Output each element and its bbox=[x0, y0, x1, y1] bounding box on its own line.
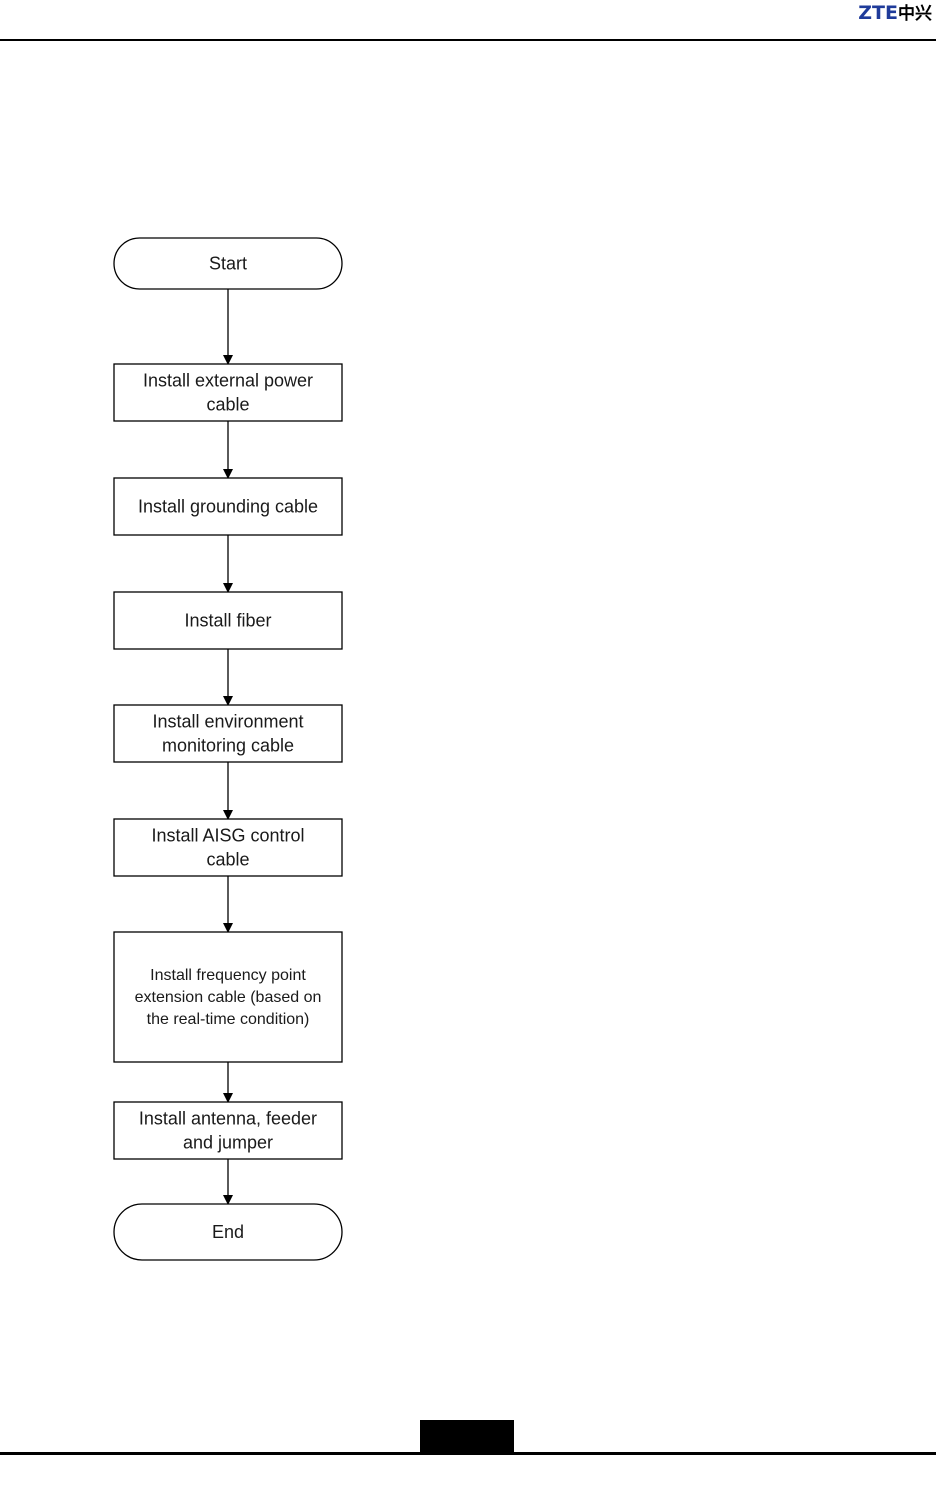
flow-node-label: Start bbox=[209, 254, 247, 274]
flow-node-label: Install environment bbox=[152, 712, 303, 732]
flow-node-end: End bbox=[114, 1204, 342, 1260]
flow-node-label: cable bbox=[206, 850, 249, 870]
flow-node-label: Install external power bbox=[143, 371, 313, 391]
flow-node-label: End bbox=[212, 1222, 244, 1242]
flow-node-step5: Install AISG control cable bbox=[114, 819, 342, 876]
flow-node-label: Install grounding cable bbox=[138, 497, 318, 517]
page-number-tab bbox=[420, 1420, 514, 1453]
flow-node-label: cable bbox=[206, 395, 249, 415]
flow-node-start: Start bbox=[114, 238, 342, 289]
flow-node-step6: Install frequency point extension cable (… bbox=[114, 932, 342, 1062]
flow-node-label: extension cable (based on bbox=[135, 989, 322, 1006]
flow-node-step2: Install grounding cable bbox=[114, 478, 342, 535]
flow-node-label: Install AISG control bbox=[151, 826, 304, 846]
flow-node-step1: Install external power cable bbox=[114, 364, 342, 421]
footer-divider bbox=[0, 1452, 936, 1455]
flow-node-step7: Install antenna, feeder and jumper bbox=[114, 1102, 342, 1159]
flow-node-label: Install fiber bbox=[184, 611, 271, 631]
flow-node-label: the real-time condition) bbox=[147, 1011, 310, 1028]
flow-node-label: Install antenna, feeder bbox=[139, 1109, 317, 1129]
flow-node-label: and jumper bbox=[183, 1133, 273, 1153]
flow-node-step4: Install environment monitoring cable bbox=[114, 705, 342, 762]
flow-node-label: Install frequency point bbox=[150, 967, 306, 984]
flow-node-label: monitoring cable bbox=[162, 736, 294, 756]
flow-node-step3: Install fiber bbox=[114, 592, 342, 649]
